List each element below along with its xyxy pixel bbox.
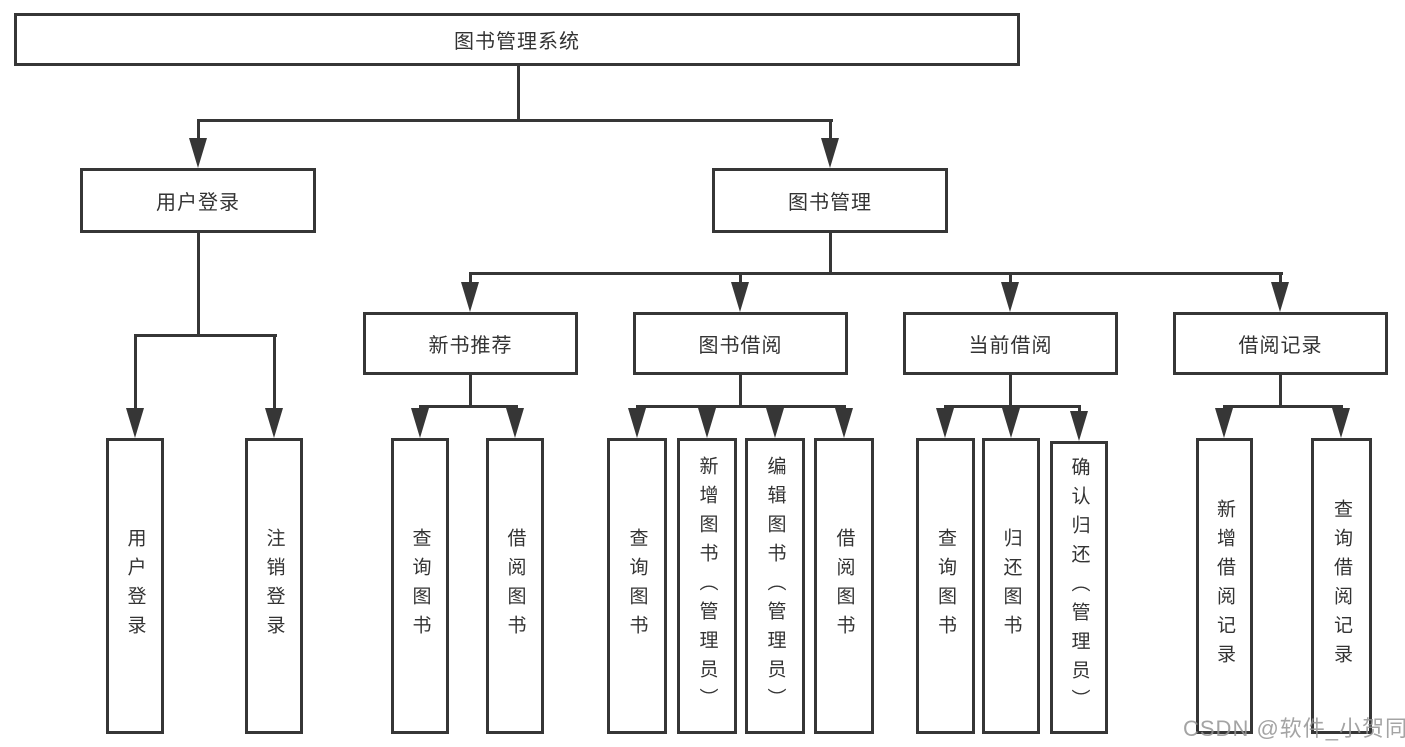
arrow-down-icon xyxy=(1332,408,1350,438)
leaf-nb-query-books: 查询图书 xyxy=(391,438,449,734)
connector-root-trunk xyxy=(517,66,520,122)
arrow-down-icon xyxy=(126,408,144,438)
connector-stem-user-login xyxy=(197,119,200,143)
arrow-down-icon xyxy=(1215,408,1233,438)
connector-stem-level3 xyxy=(1279,272,1282,286)
leaf-label: 注销登录 xyxy=(263,528,285,644)
connector-new-book-bus xyxy=(419,405,518,408)
leaf-cb-return-books: 归还图书 xyxy=(982,438,1040,734)
connector-current-borrow-trunk xyxy=(1009,375,1012,408)
node-user-login: 用户登录 xyxy=(80,168,316,233)
connector-level3-bus xyxy=(469,272,1283,275)
connector-borrow-records-bus xyxy=(1223,405,1343,408)
leaf-label: 新增借阅记录 xyxy=(1214,499,1235,673)
connector-user-login-trunk xyxy=(197,233,200,337)
leaf-label: 归还图书 xyxy=(1000,528,1022,644)
arrow-down-icon xyxy=(265,408,283,438)
arrow-down-icon xyxy=(189,138,207,168)
arrow-down-icon xyxy=(936,408,954,438)
connector-stem-book-mgmt xyxy=(829,119,832,143)
leaf-cb-query-books: 查询图书 xyxy=(916,438,975,734)
connector-stem-level3 xyxy=(469,272,472,286)
arrow-down-icon xyxy=(1001,282,1019,312)
connector-stem-level3 xyxy=(1009,272,1012,286)
node-current-borrow: 当前借阅 xyxy=(903,312,1118,375)
leaf-bb-borrow-books: 借阅图书 xyxy=(814,438,874,734)
arrow-down-icon xyxy=(1271,282,1289,312)
leaf-label: 查询图书 xyxy=(626,528,648,644)
leaf-bb-edit-books: 编辑图书（管理员） xyxy=(745,438,805,734)
node-book-borrow: 图书借阅 xyxy=(633,312,848,375)
leaf-br-add-record: 新增借阅记录 xyxy=(1196,438,1253,734)
arrow-down-icon xyxy=(411,408,429,438)
arrow-down-icon xyxy=(835,408,853,438)
leaf-label: 用户登录 xyxy=(124,528,146,644)
arrow-down-icon xyxy=(821,138,839,168)
connector-stem-level3 xyxy=(739,272,742,286)
leaf-label: 借阅图书 xyxy=(504,528,526,644)
leaf-logout: 注销登录 xyxy=(245,438,303,734)
leaf-br-query-record: 查询借阅记录 xyxy=(1311,438,1372,734)
leaf-nb-borrow-books: 借阅图书 xyxy=(486,438,544,734)
arrow-down-icon xyxy=(766,408,784,438)
connector-stem-leaf xyxy=(134,334,137,412)
leaf-label: 新增图书（管理员） xyxy=(696,455,718,717)
arrow-down-icon xyxy=(506,408,524,438)
leaf-label: 查询图书 xyxy=(935,528,956,644)
arrow-down-icon xyxy=(1002,408,1020,438)
leaf-label: 确认归还（管理员） xyxy=(1068,457,1090,718)
node-root: 图书管理系统 xyxy=(14,13,1020,66)
arrow-down-icon xyxy=(461,282,479,312)
connector-user-login-bus xyxy=(134,334,277,337)
leaf-bb-add-books: 新增图书（管理员） xyxy=(677,438,737,734)
connector-borrow-records-trunk xyxy=(1279,375,1282,408)
connector-book-borrow-trunk xyxy=(739,375,742,408)
leaf-bb-query-books: 查询图书 xyxy=(607,438,667,734)
leaf-label: 编辑图书（管理员） xyxy=(764,455,786,717)
csdn-watermark: CSDN @软件_小贺同学 xyxy=(1183,716,1405,741)
arrow-down-icon xyxy=(731,282,749,312)
leaf-label: 查询图书 xyxy=(409,528,431,644)
leaf-label: 查询借阅记录 xyxy=(1331,499,1352,673)
node-new-book-recommend: 新书推荐 xyxy=(363,312,578,375)
leaf-user-login: 用户登录 xyxy=(106,438,164,734)
connector-book-borrow-bus xyxy=(636,405,846,408)
leaf-cb-confirm-return: 确认归还（管理员） xyxy=(1050,441,1108,734)
leaf-label: 借阅图书 xyxy=(833,528,855,644)
node-borrow-records: 借阅记录 xyxy=(1173,312,1388,375)
connector-new-book-trunk xyxy=(469,375,472,408)
arrow-down-icon xyxy=(628,408,646,438)
connector-book-mgmt-trunk xyxy=(829,233,832,275)
arrow-down-icon xyxy=(1070,411,1088,441)
connector-stem-leaf xyxy=(273,334,276,412)
node-book-mgmt: 图书管理 xyxy=(712,168,948,233)
arrow-down-icon xyxy=(698,408,716,438)
connector-stem-leaf xyxy=(1078,405,1081,413)
connector-level2-bus xyxy=(197,119,833,122)
